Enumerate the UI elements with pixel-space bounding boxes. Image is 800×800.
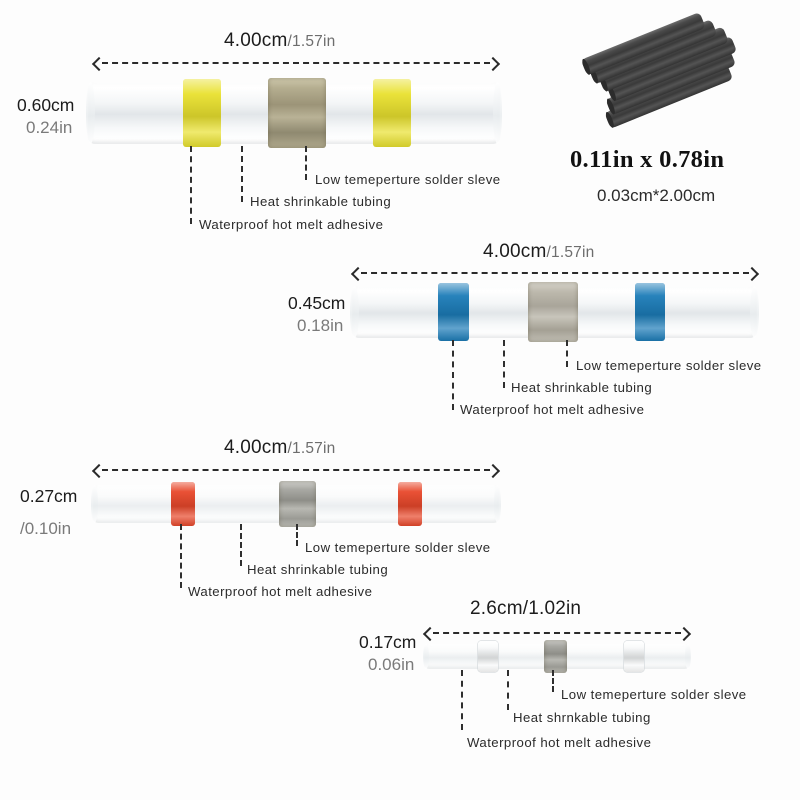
connector-body-blue xyxy=(350,282,759,342)
callout-adhesive-white: Waterproof hot melt adhesive xyxy=(467,735,652,750)
tube-end-left xyxy=(91,485,98,523)
callout-adhesive-yellow: Waterproof hot melt adhesive xyxy=(199,217,384,232)
leader-solder-yellow xyxy=(305,146,307,180)
tube-end-left xyxy=(423,644,429,669)
leader-solder-red xyxy=(296,524,298,546)
tube-stack-size-imperial: 0.11in x 0.78in xyxy=(570,146,725,173)
arrow-head-right-icon xyxy=(747,268,758,279)
arrow-line xyxy=(433,632,681,634)
solder-sleeve-band xyxy=(528,282,578,342)
tube-end-left xyxy=(350,286,359,338)
callout-heat-shrink-yellow: Heat shrinkable tubing xyxy=(250,194,392,209)
arrow-head-right-icon xyxy=(488,58,499,69)
adhesive-ring-right xyxy=(398,482,422,526)
length-dimension-red: 4.00cm/1.57in xyxy=(224,437,335,459)
length-value-yellow: 4.00cm xyxy=(224,30,288,51)
tube-end-right xyxy=(750,286,759,338)
tube-stack-size-metric: 0.03cm*2.00cm xyxy=(597,186,716,205)
length-dimension-yellow: 4.00cm/1.57in xyxy=(224,30,335,52)
callout-heat-shrink-red: Heat shrinkable tubing xyxy=(247,562,389,577)
leader-heatshrink-blue xyxy=(503,340,505,388)
leader-adhesive-yellow xyxy=(190,146,192,224)
adhesive-ring-right xyxy=(635,283,665,341)
leader-heatshrink-red xyxy=(240,524,242,566)
length-value-blue: 4.00cm xyxy=(483,241,547,262)
tube-end-right xyxy=(493,82,502,144)
callout-adhesive-blue: Waterproof hot melt adhesive xyxy=(460,402,645,417)
adhesive-ring-left xyxy=(183,79,221,147)
adhesive-ring-left xyxy=(171,482,195,526)
diameter-cm-yellow: 0.60cm xyxy=(17,95,75,115)
length-arrow-yellow xyxy=(93,56,499,70)
arrow-line xyxy=(102,62,490,64)
length-value-inch-blue: /1.57in xyxy=(546,244,595,261)
length-value-inch-yellow: /1.57in xyxy=(287,33,336,50)
callout-heat-shrink-blue: Heat shrinkable tubing xyxy=(511,380,653,395)
diameter-in-white: 0.06in xyxy=(368,654,415,674)
solder-sleeve-band xyxy=(268,78,326,148)
arrow-head-right-icon xyxy=(679,628,690,639)
tube-end-right xyxy=(685,644,691,669)
diameter-dimension-yellow: 0.60cm 0.24in xyxy=(17,95,74,138)
leader-solder-white xyxy=(552,670,554,692)
callout-adhesive-red: Waterproof hot melt adhesive xyxy=(188,584,373,599)
diameter-dimension-red: 0.27cm /0.10in xyxy=(20,480,77,546)
diameter-in-yellow: 0.24in xyxy=(26,117,73,137)
leader-heatshrink-yellow xyxy=(241,146,243,202)
length-value-inch-red: /1.57in xyxy=(287,440,336,457)
arrow-line xyxy=(102,469,490,471)
leader-solder-blue xyxy=(566,340,568,367)
length-dimension-white: 2.6cm/1.02in xyxy=(470,598,581,620)
connector-body-red xyxy=(91,481,501,527)
diameter-cm-red: 0.27cm xyxy=(20,486,78,506)
connector-body-white xyxy=(423,640,691,673)
leader-adhesive-white xyxy=(461,670,463,730)
length-value-red: 4.00cm xyxy=(224,437,288,458)
leader-adhesive-blue xyxy=(452,340,454,410)
leader-heatshrink-white xyxy=(507,670,509,710)
connector-body-yellow xyxy=(86,78,502,148)
tube-end-left xyxy=(86,82,95,144)
diameter-in-blue: 0.18in xyxy=(297,315,344,335)
length-arrow-red xyxy=(93,463,499,477)
diameter-cm-blue: 0.45cm xyxy=(288,293,346,313)
diameter-in-red: /0.10in xyxy=(20,519,72,539)
arrow-line xyxy=(361,272,749,274)
solder-sleeve-band xyxy=(544,640,567,673)
length-arrow-blue xyxy=(352,266,758,280)
solder-sleeve-band xyxy=(279,481,316,527)
diameter-dimension-blue: 0.45cm 0.18in xyxy=(288,293,345,336)
callout-solder-sleeve-red: Low temeperture solder sleve xyxy=(305,540,491,555)
callout-solder-sleeve-yellow: Low temeperture solder sleve xyxy=(315,172,501,187)
length-dimension-blue: 4.00cm/1.57in xyxy=(483,241,594,263)
adhesive-ring-left xyxy=(438,283,469,341)
diameter-dimension-white: 0.17cm 0.06in xyxy=(359,632,416,675)
adhesive-ring-right xyxy=(624,641,644,672)
adhesive-ring-right xyxy=(373,79,411,147)
length-value-white: 2.6cm/1.02in xyxy=(470,598,582,619)
tube-end-right xyxy=(494,485,501,523)
callout-heat-shrink-white: Heat shrnkable tubing xyxy=(513,710,651,725)
diameter-cm-white: 0.17cm xyxy=(359,632,417,652)
length-arrow-white xyxy=(424,626,690,640)
callout-solder-sleeve-white: Low temeperture solder sleve xyxy=(561,687,747,702)
arrow-head-right-icon xyxy=(488,465,499,476)
black-heat-shrink-tube-stack xyxy=(580,4,759,158)
leader-adhesive-red xyxy=(180,524,182,588)
callout-solder-sleeve-blue: Low temeperture solder sleve xyxy=(576,358,762,373)
adhesive-ring-left xyxy=(478,641,498,672)
